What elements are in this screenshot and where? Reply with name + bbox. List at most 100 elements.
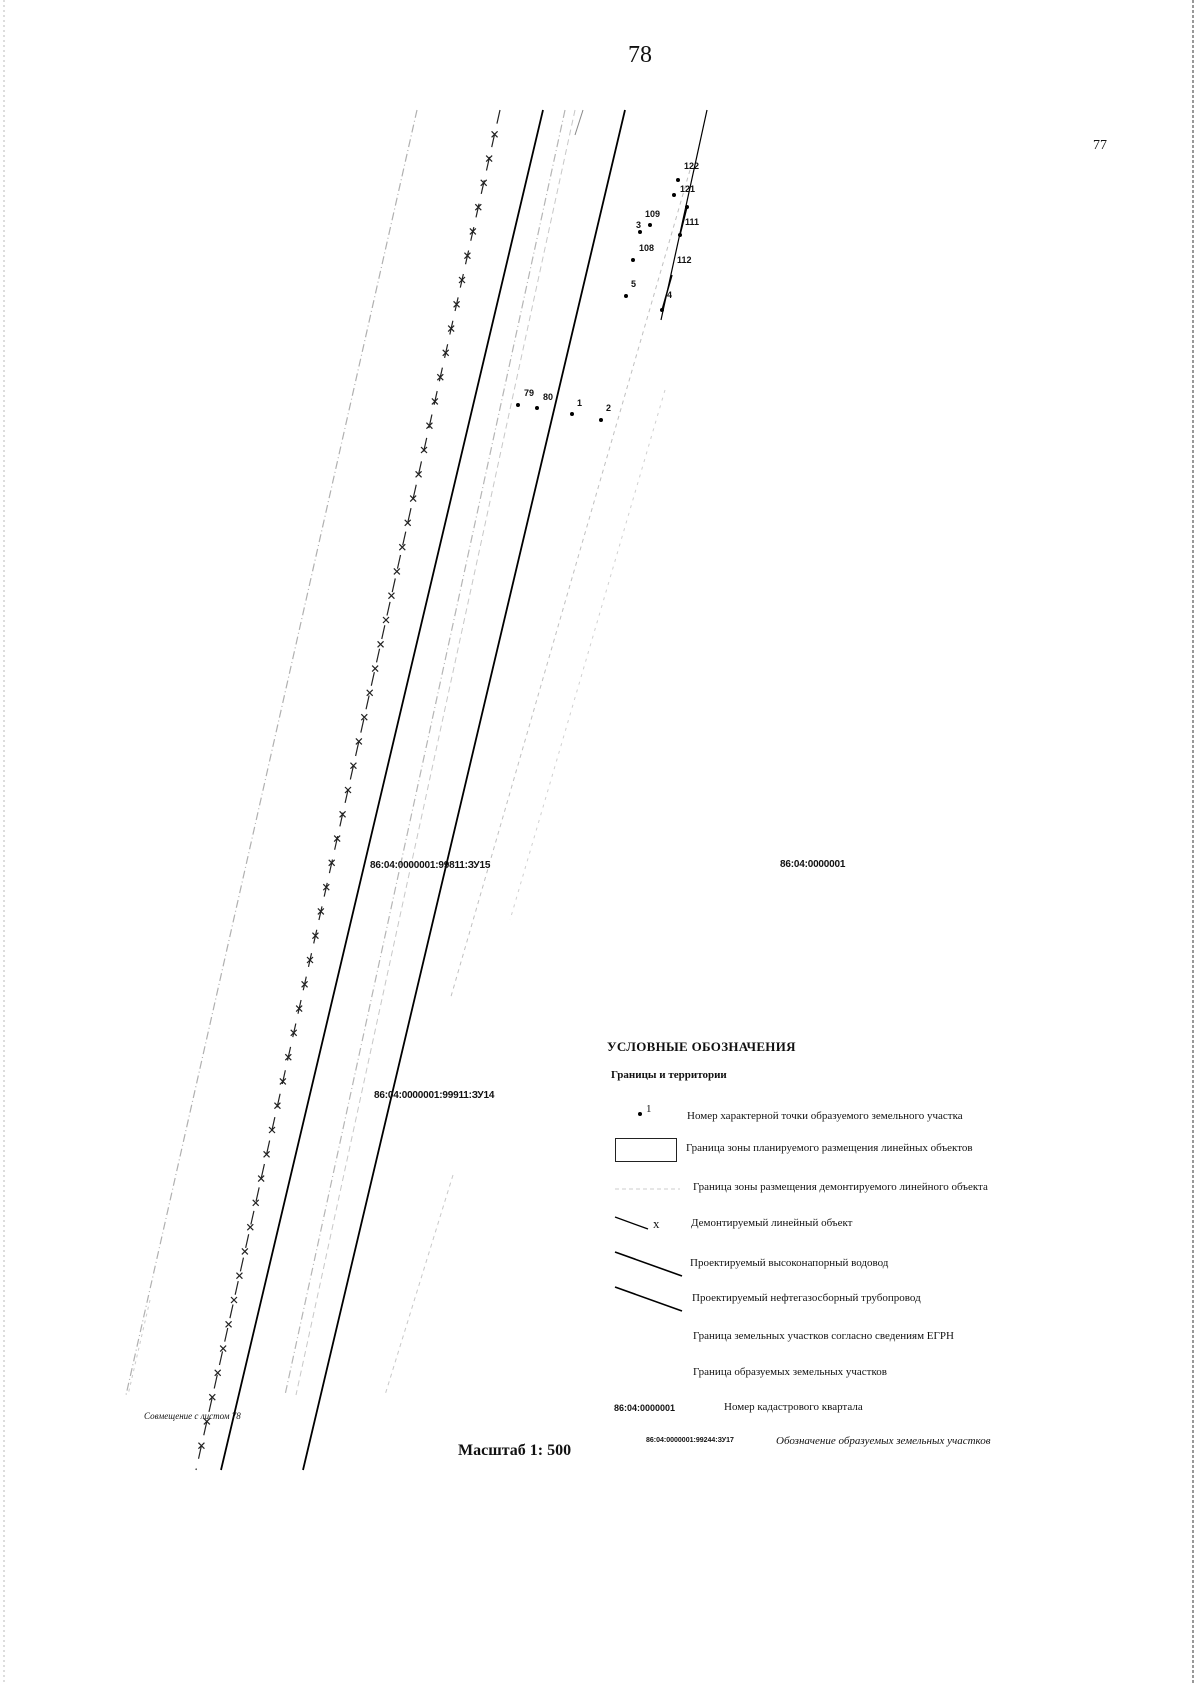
point-label: 108	[639, 243, 655, 253]
sheet-reference: 77	[1093, 138, 1107, 153]
egrn-boundary-outer-left	[125, 109, 418, 1396]
x-mark	[236, 1272, 243, 1280]
legend-subtitle: Границы и территории	[611, 1069, 727, 1081]
point-label: 112	[677, 255, 692, 265]
x-mark	[257, 1175, 265, 1182]
point-label: 122	[684, 161, 700, 171]
legend-quarter-code: 86:04:0000001	[614, 1403, 676, 1413]
zone-boundary-far-left	[127, 1299, 151, 1396]
point-label: 121	[680, 184, 696, 194]
x-mark	[388, 592, 395, 600]
point-label: 111	[685, 217, 700, 227]
x-mark	[393, 568, 401, 575]
x-mark	[219, 1345, 227, 1352]
parcel-segment-112	[661, 274, 673, 311]
x-mark	[469, 228, 477, 235]
x-mark	[398, 543, 406, 551]
point-marker-122	[676, 178, 680, 182]
point-marker-2	[599, 418, 603, 422]
legend-parcel-code: 86:04:0000001:99244:ЗУ17	[646, 1437, 734, 1444]
x-mark	[436, 373, 444, 381]
legend-item-water-pipeline: Проектируемый высоконапорный водовод	[690, 1257, 889, 1269]
point-label: 1	[577, 398, 583, 408]
legend-item-quarter-number: Номер кадастрового квартала	[724, 1401, 863, 1413]
legend-demolished-symbol	[614, 1216, 649, 1230]
x-mark	[426, 422, 433, 430]
x-mark	[415, 470, 422, 478]
legend-item-parcel-boundary: Граница образуемых земельных участков	[693, 1366, 887, 1378]
x-mark	[301, 980, 308, 988]
legend-x-mark-sample: x	[653, 1216, 660, 1231]
x-mark	[312, 932, 319, 940]
x-mark	[339, 810, 346, 818]
point-label: 79	[524, 388, 535, 398]
zone-boundary-right	[449, 169, 691, 1001]
egrn-boundary-mid	[284, 109, 566, 1396]
legend-item-demolition-zone: Граница зоны размещения демонтируемого л…	[693, 1181, 988, 1193]
x-mark	[453, 300, 460, 308]
legend-item-planned-zone: Граница зоны планируемого размещения лин…	[686, 1142, 973, 1154]
x-mark	[290, 1029, 298, 1037]
legend-point-symbol	[638, 1112, 642, 1116]
legend-item-point-number: Номер характерной точки образуемого земе…	[687, 1110, 963, 1122]
point-marker-111	[685, 205, 689, 209]
legend-item-parcel-designation: Обозначение образуемых земельных участко…	[776, 1435, 991, 1447]
legend-oil-gas-symbol	[614, 1286, 683, 1312]
legend-item-egrn-boundary: Граница земельных участков согласно свед…	[693, 1330, 954, 1342]
x-mark	[409, 495, 417, 502]
point-label: 5	[631, 279, 637, 289]
point-marker-80	[535, 406, 539, 410]
x-mark	[474, 203, 482, 211]
x-mark	[404, 519, 412, 527]
x-mark	[328, 859, 336, 867]
point-label: 2	[606, 403, 612, 413]
point-marker-79	[516, 403, 520, 407]
characteristic-points	[516, 178, 689, 422]
legend-item-demolished-object: Демонтируемый линейный объект	[691, 1217, 853, 1229]
point-label: 4	[667, 290, 673, 300]
x-mark	[203, 1418, 211, 1425]
parcel-segment-111	[679, 206, 688, 236]
legend-title: УСЛОВНЫЕ ОБОЗНАЧЕНИЯ	[607, 1039, 796, 1054]
sheet-combine-note: Совмещение с листом 78	[144, 1411, 241, 1421]
x-mark	[246, 1223, 254, 1231]
legend-item-oil-gas-pipeline: Проектируемый нефтегазосборный трубопров…	[692, 1292, 921, 1304]
x-mark	[214, 1369, 222, 1377]
x-mark	[241, 1248, 249, 1255]
x-mark	[295, 1005, 303, 1012]
x-mark	[360, 713, 368, 721]
map-scale: Масштаб 1: 500	[458, 1442, 572, 1459]
x-mark	[333, 835, 341, 842]
x-mark	[442, 349, 450, 357]
x-mark	[458, 276, 466, 284]
legend-symbols	[614, 1112, 683, 1312]
legend-water-pipeline-symbol	[614, 1251, 683, 1277]
x-mark	[317, 908, 325, 915]
point-marker-3	[638, 230, 642, 234]
x-mark	[491, 130, 498, 138]
egrn-boundary-mid-2	[295, 109, 576, 1396]
parcel-label-zu15: 86:04:0000001:99811:ЗУ15	[370, 860, 491, 871]
x-mark	[263, 1150, 270, 1158]
x-mark	[420, 446, 428, 454]
point-marker-112	[678, 233, 682, 237]
point-label: 3	[636, 220, 642, 230]
x-mark	[382, 616, 390, 624]
parcel-label-zu14: 86:04:0000001:99911:ЗУ14	[374, 1090, 495, 1101]
point-label: 80	[543, 392, 554, 402]
x-mark	[322, 883, 330, 891]
x-mark	[252, 1199, 260, 1207]
x-mark	[230, 1296, 238, 1304]
point-marker-121	[672, 193, 676, 197]
x-mark	[377, 640, 384, 648]
page-number: 78	[628, 42, 652, 68]
point-marker-108	[631, 258, 635, 262]
point-marker-5	[624, 294, 628, 298]
x-mark	[279, 1078, 287, 1085]
x-mark	[344, 786, 352, 794]
point-marker-4	[660, 308, 664, 312]
legend-zone-box	[615, 1138, 677, 1162]
x-mark	[464, 252, 471, 260]
x-mark	[480, 179, 488, 187]
point-marker-109	[648, 223, 652, 227]
